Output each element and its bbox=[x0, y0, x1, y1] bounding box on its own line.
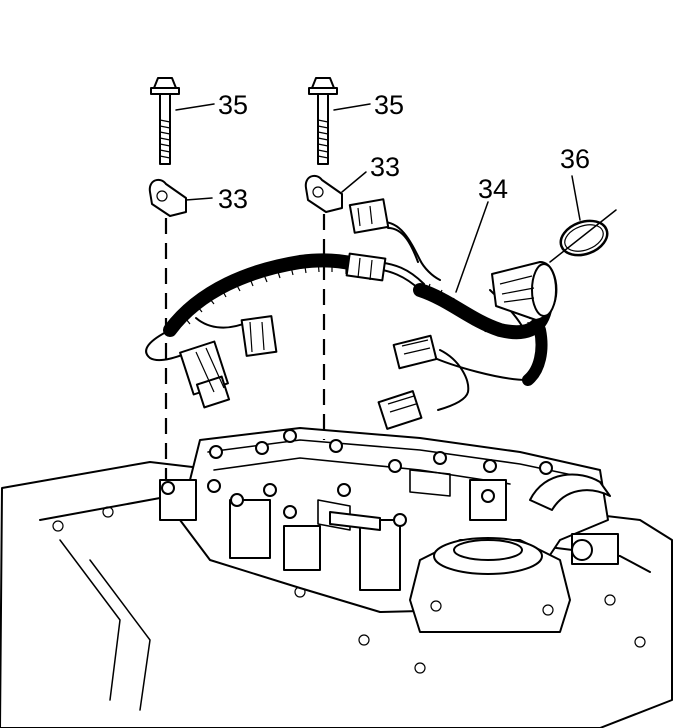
bolt-left bbox=[150, 77, 180, 165]
harness-connector-top bbox=[348, 198, 390, 234]
clip-right bbox=[304, 174, 343, 213]
callout-33-right: 33 bbox=[370, 152, 400, 182]
harness-connector-mid bbox=[240, 315, 278, 357]
harness-connector-lower-2 bbox=[377, 390, 423, 430]
callout-34: 34 bbox=[478, 174, 508, 204]
valve-body bbox=[159, 427, 619, 633]
bolt-right bbox=[308, 77, 338, 165]
callout-35-left: 35 bbox=[218, 90, 248, 120]
seal-ring bbox=[559, 219, 609, 257]
valve-body-screws bbox=[161, 429, 553, 527]
case-pass-through-connector bbox=[491, 261, 558, 321]
harness-connector-left bbox=[179, 340, 231, 409]
callout-36: 36 bbox=[560, 144, 590, 174]
accumulator-housing bbox=[409, 537, 571, 633]
callout-35-right: 35 bbox=[374, 90, 404, 120]
callout-33-left: 33 bbox=[218, 184, 248, 214]
clip-left bbox=[148, 178, 187, 217]
harness-connector-lower-1 bbox=[392, 334, 438, 370]
leader-lines bbox=[175, 103, 617, 293]
